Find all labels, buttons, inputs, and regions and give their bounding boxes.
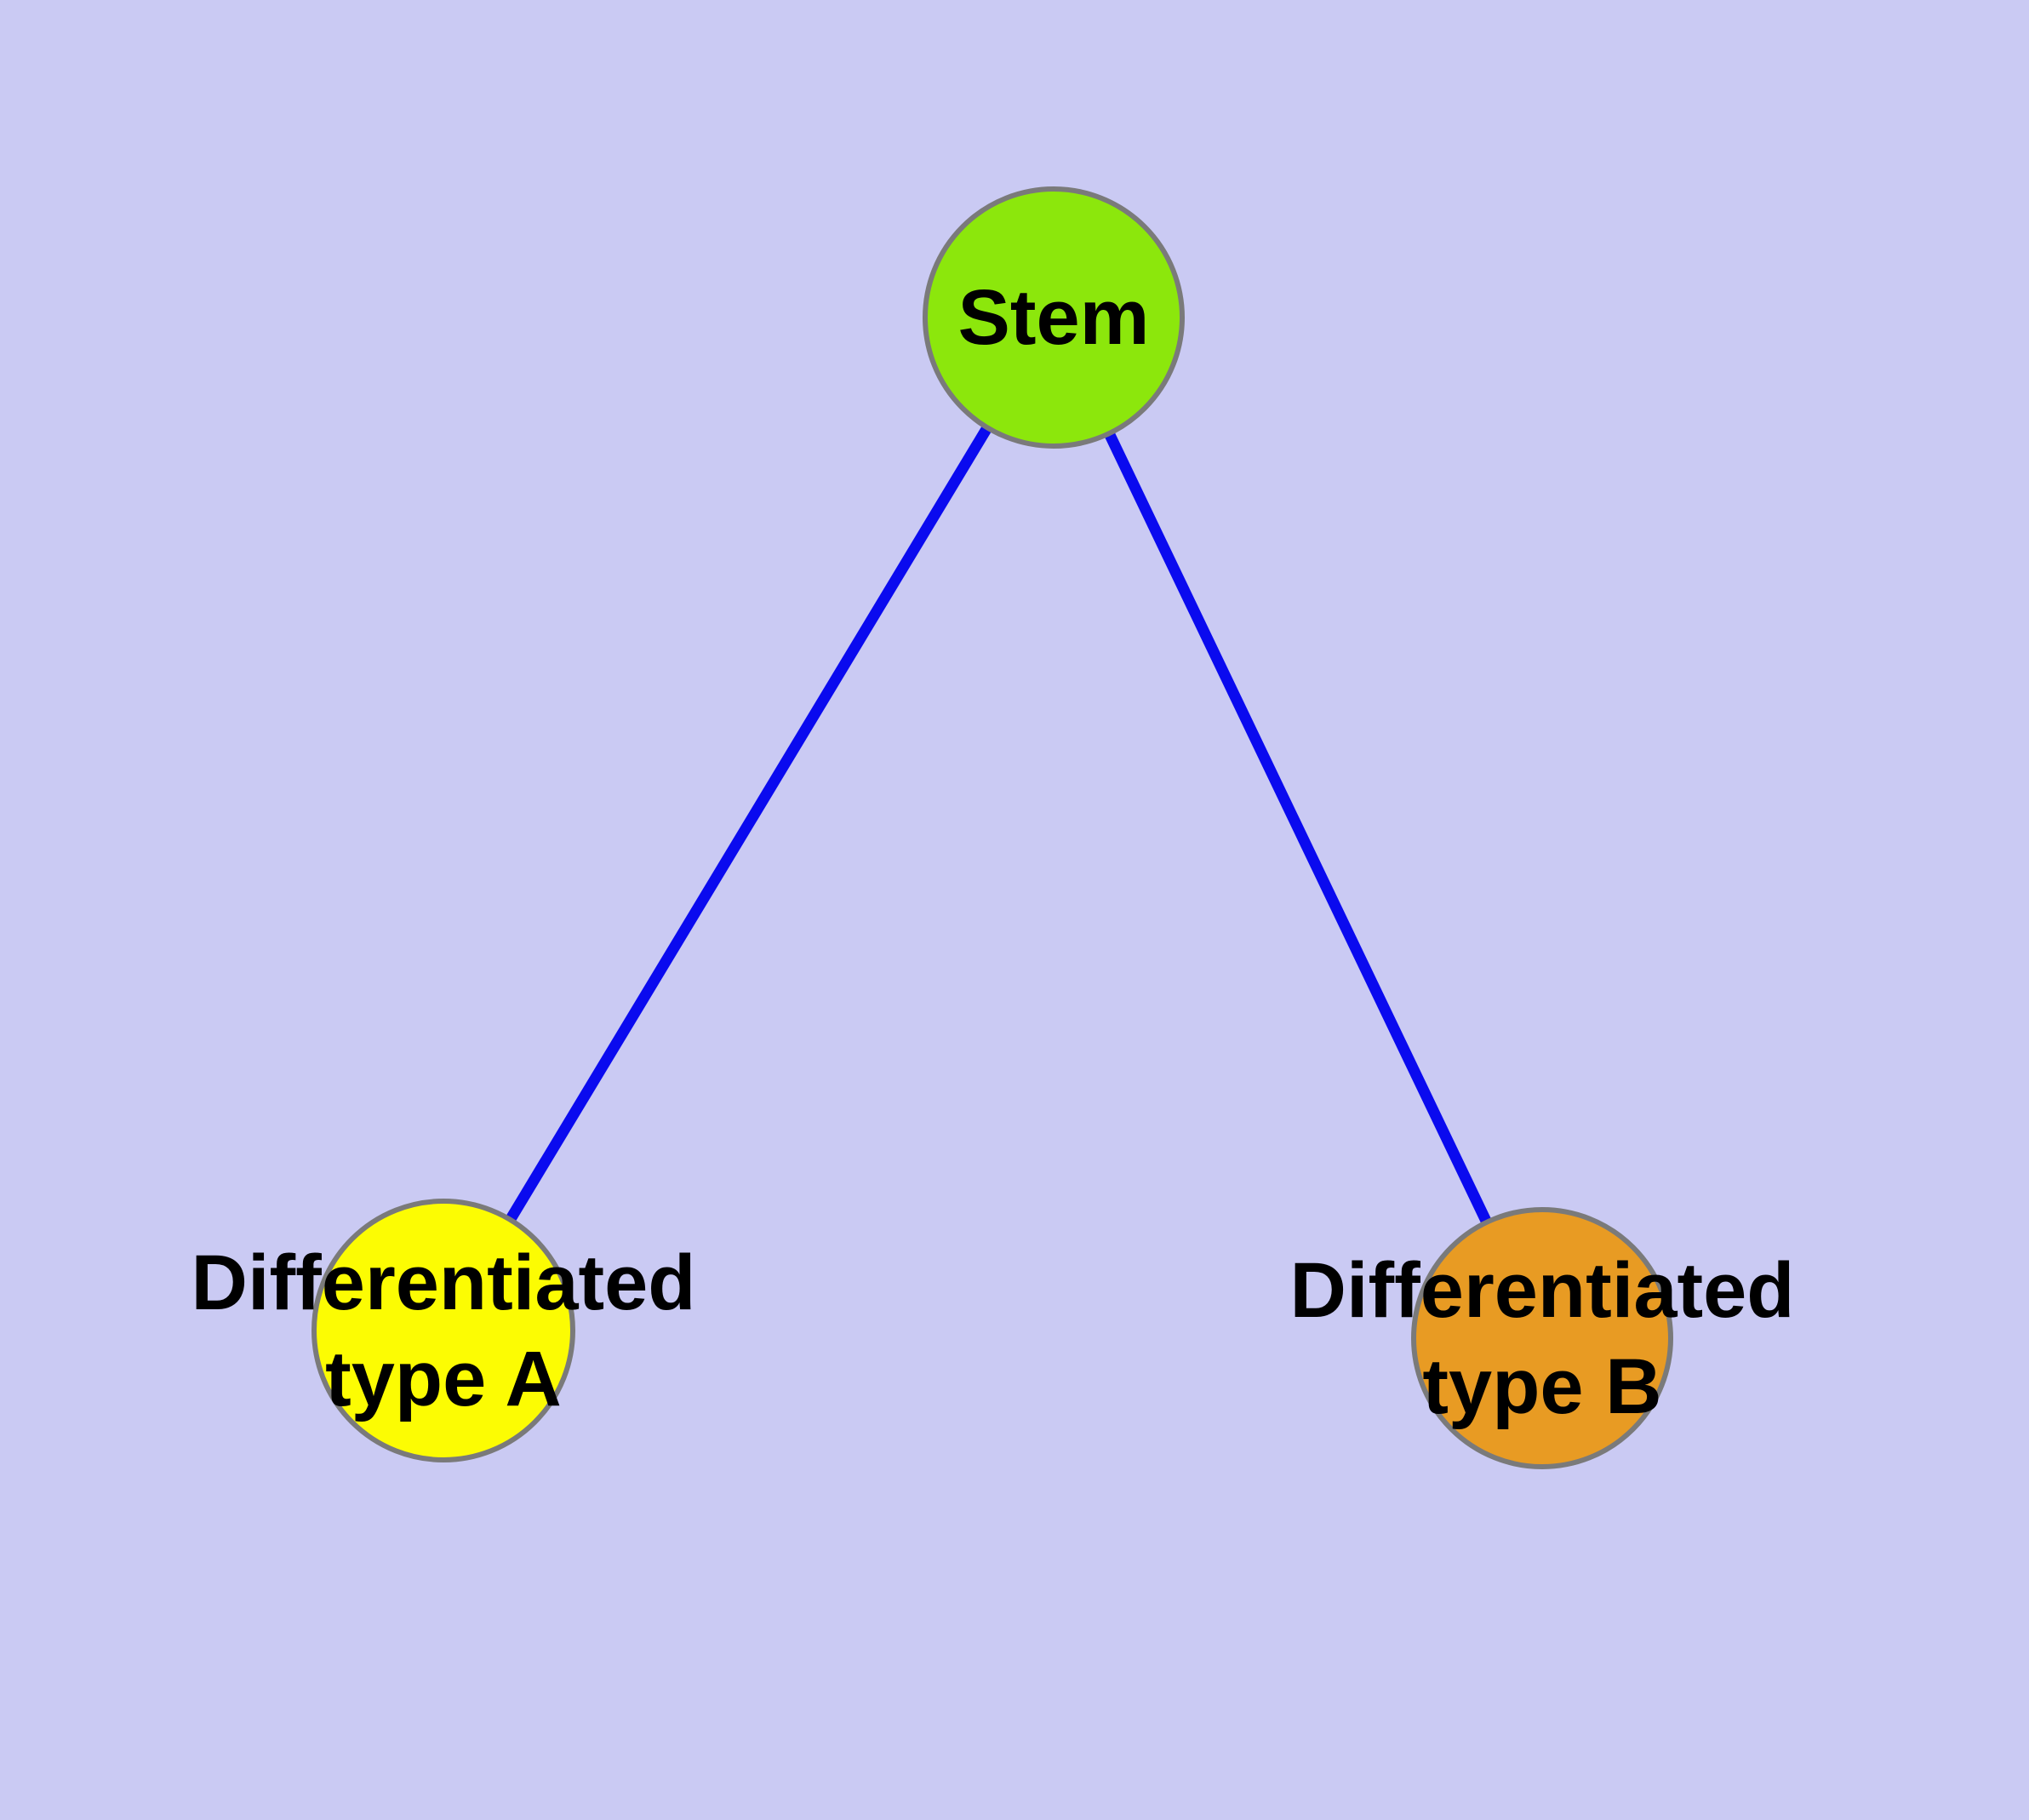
node-stem-label: Stem <box>958 274 1150 361</box>
node-differentiated-type-b[interactable] <box>1411 1207 1673 1469</box>
edge-stem-to-type-a <box>438 314 1059 1334</box>
node-type-b-label-line1: Differentiated <box>1290 1247 1795 1334</box>
node-stem[interactable] <box>923 186 1185 449</box>
node-type-b-label-line2: type B <box>1422 1343 1661 1430</box>
node-differentiated-type-a[interactable] <box>311 1199 575 1462</box>
node-type-a-label-line1: Differentiated <box>191 1239 696 1326</box>
node-type-a-label-line2: type A <box>325 1336 562 1422</box>
edge-stem-to-type-b <box>1049 315 1547 1341</box>
